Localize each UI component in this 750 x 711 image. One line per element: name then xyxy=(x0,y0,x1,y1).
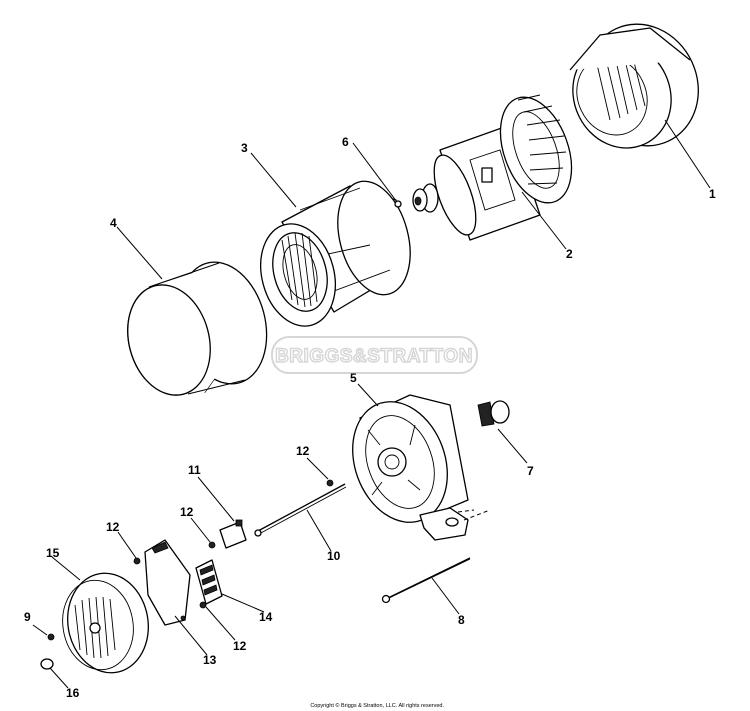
callout-9: 9 xyxy=(24,610,31,624)
part-6-screw[interactable] xyxy=(394,200,402,208)
callout-1: 1 xyxy=(709,187,716,201)
part-1-end-housing[interactable] xyxy=(556,6,718,165)
copyright-text: Copyright © Briggs & Stratton, LLC. All … xyxy=(310,702,444,709)
callout-6: 6 xyxy=(342,135,349,149)
part-13-bracket[interactable] xyxy=(144,539,191,626)
part-11-brush-holder[interactable] xyxy=(219,519,247,549)
part-4-cover[interactable] xyxy=(116,252,280,404)
leader-lines xyxy=(32,119,711,689)
part-9-screw[interactable] xyxy=(47,633,55,641)
callout-12-a: 12 xyxy=(296,444,310,458)
part-7-plug[interactable] xyxy=(477,400,510,427)
callout-7: 7 xyxy=(527,464,534,478)
part-16-cap[interactable] xyxy=(40,658,54,670)
callout-12-b: 12 xyxy=(180,505,194,519)
callout-11: 11 xyxy=(188,463,201,477)
callout-3: 3 xyxy=(241,141,248,155)
callout-16: 16 xyxy=(66,686,80,700)
watermark: BRIGGS&STRATTON xyxy=(271,336,478,374)
part-2-rotor[interactable] xyxy=(412,87,585,241)
callout-12-c: 12 xyxy=(106,520,120,534)
callout-14: 14 xyxy=(259,610,273,624)
watermark-text: BRIGGS&STRATTON xyxy=(275,346,473,367)
callout-4: 4 xyxy=(110,216,117,230)
part-8-through-bolt[interactable] xyxy=(381,509,491,604)
callout-13: 13 xyxy=(203,653,217,667)
part-14-rectifier[interactable] xyxy=(195,559,223,605)
part-3-stator[interactable] xyxy=(250,173,422,334)
callout-2: 2 xyxy=(566,247,573,261)
callouts: 1 2 3 4 5 6 7 8 9 10 11 12 12 12 12 13 1… xyxy=(24,135,716,700)
callout-5: 5 xyxy=(350,371,357,385)
callout-8: 8 xyxy=(458,613,465,627)
part-5-adapter[interactable] xyxy=(337,388,469,541)
callout-12-d: 12 xyxy=(233,639,247,653)
part-10-rod[interactable] xyxy=(254,483,347,537)
part-12-nuts[interactable] xyxy=(133,479,334,609)
callout-10: 10 xyxy=(327,549,341,563)
callout-15: 15 xyxy=(46,546,60,560)
part-15-end-cover[interactable] xyxy=(56,567,156,679)
